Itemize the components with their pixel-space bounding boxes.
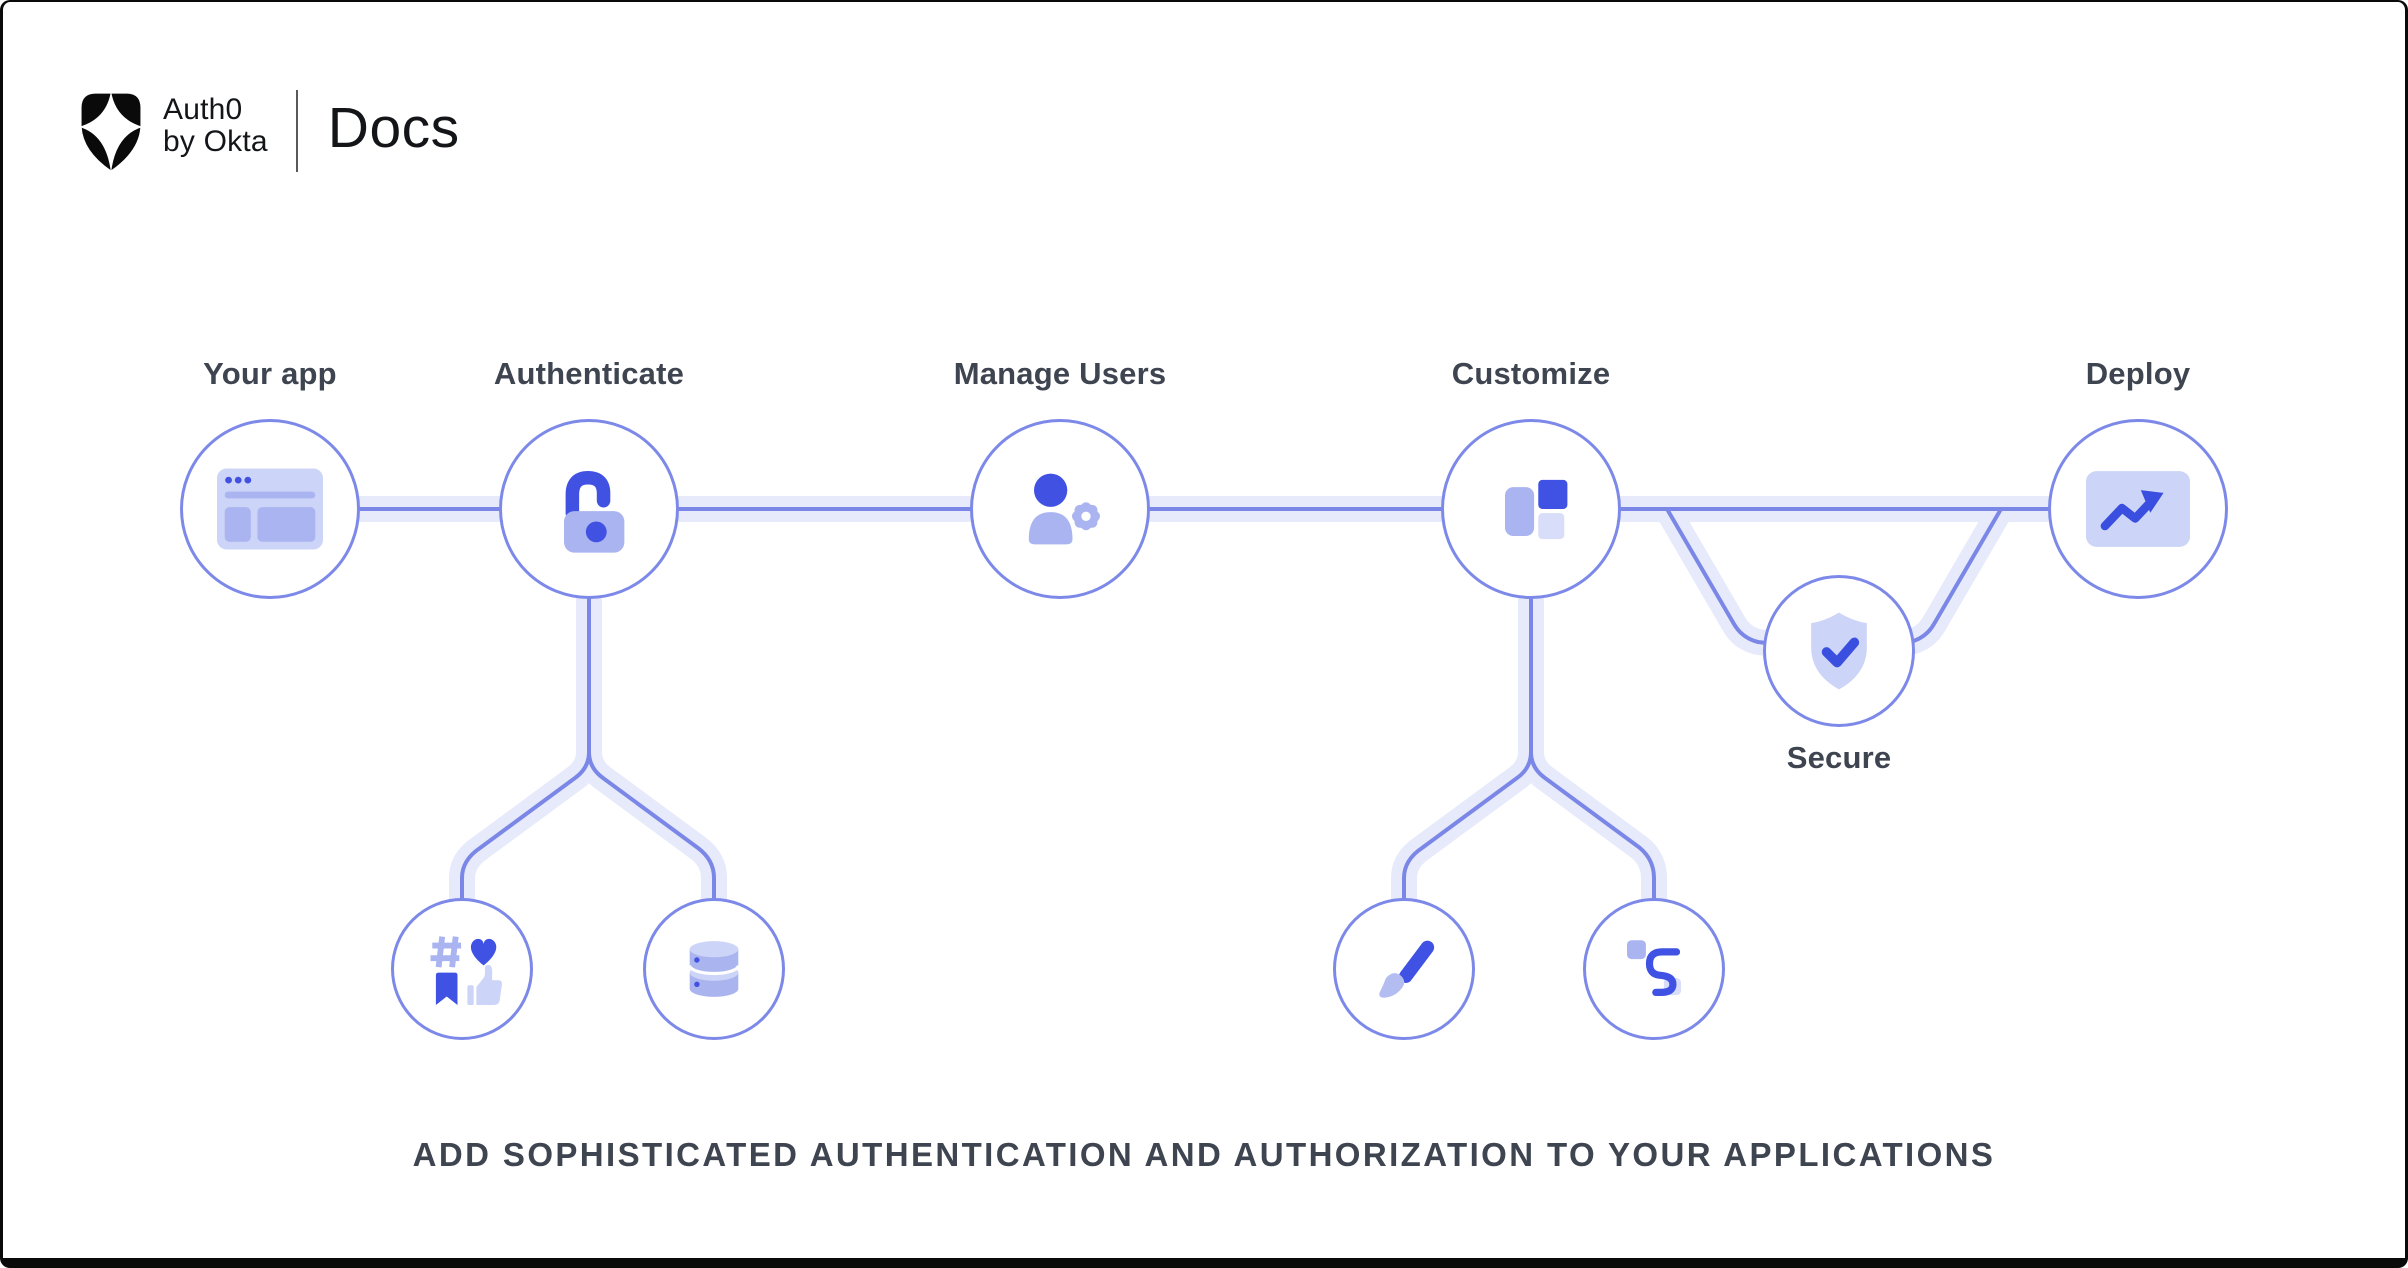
- auth0-logo-icon[interactable]: [79, 90, 143, 174]
- label-secure[interactable]: Secure: [1786, 740, 1892, 775]
- node-social-connections[interactable]: [391, 898, 533, 1040]
- node-authenticate[interactable]: [499, 419, 679, 599]
- label-customize[interactable]: Customize: [1451, 356, 1611, 391]
- workflow-icon: [1627, 940, 1681, 996]
- social-engagement-icon: [430, 936, 502, 1005]
- shield-check-icon: [1811, 612, 1867, 690]
- database-icon: [688, 941, 740, 997]
- header: Auth0 by Okta Docs: [79, 88, 460, 174]
- label-your-app[interactable]: Your app: [203, 356, 337, 391]
- brand-line-1: Auth0: [163, 93, 243, 126]
- node-secure[interactable]: [1763, 575, 1915, 727]
- trend-up-icon: [2086, 471, 2190, 547]
- node-database[interactable]: [643, 898, 785, 1040]
- label-authenticate[interactable]: Authenticate: [493, 356, 685, 391]
- node-branding[interactable]: [1333, 898, 1475, 1040]
- node-manage-users[interactable]: [970, 419, 1150, 599]
- node-deploy[interactable]: [2048, 419, 2228, 599]
- brand-line-2: by Okta: [163, 125, 268, 158]
- open-lock-icon: [564, 471, 625, 553]
- node-customize[interactable]: [1441, 419, 1621, 599]
- layout-blocks-icon: [1505, 479, 1568, 540]
- product-title[interactable]: Docs: [327, 96, 460, 160]
- paintbrush-icon: [1379, 940, 1435, 998]
- user-gear-icon: [1028, 473, 1101, 545]
- brand-wordmark[interactable]: Auth0 by Okta: [163, 94, 268, 158]
- node-your-app[interactable]: [180, 419, 360, 599]
- connector-lines: [270, 496, 2138, 969]
- browser-window-icon: [217, 468, 323, 550]
- node-actions[interactable]: [1583, 898, 1725, 1040]
- label-deploy[interactable]: Deploy: [2085, 356, 2191, 391]
- header-divider: [295, 90, 298, 172]
- label-manage-users[interactable]: Manage Users: [953, 356, 1167, 391]
- tagline: ADD SOPHISTICATED AUTHENTICATION AND AUT…: [412, 1136, 1996, 1173]
